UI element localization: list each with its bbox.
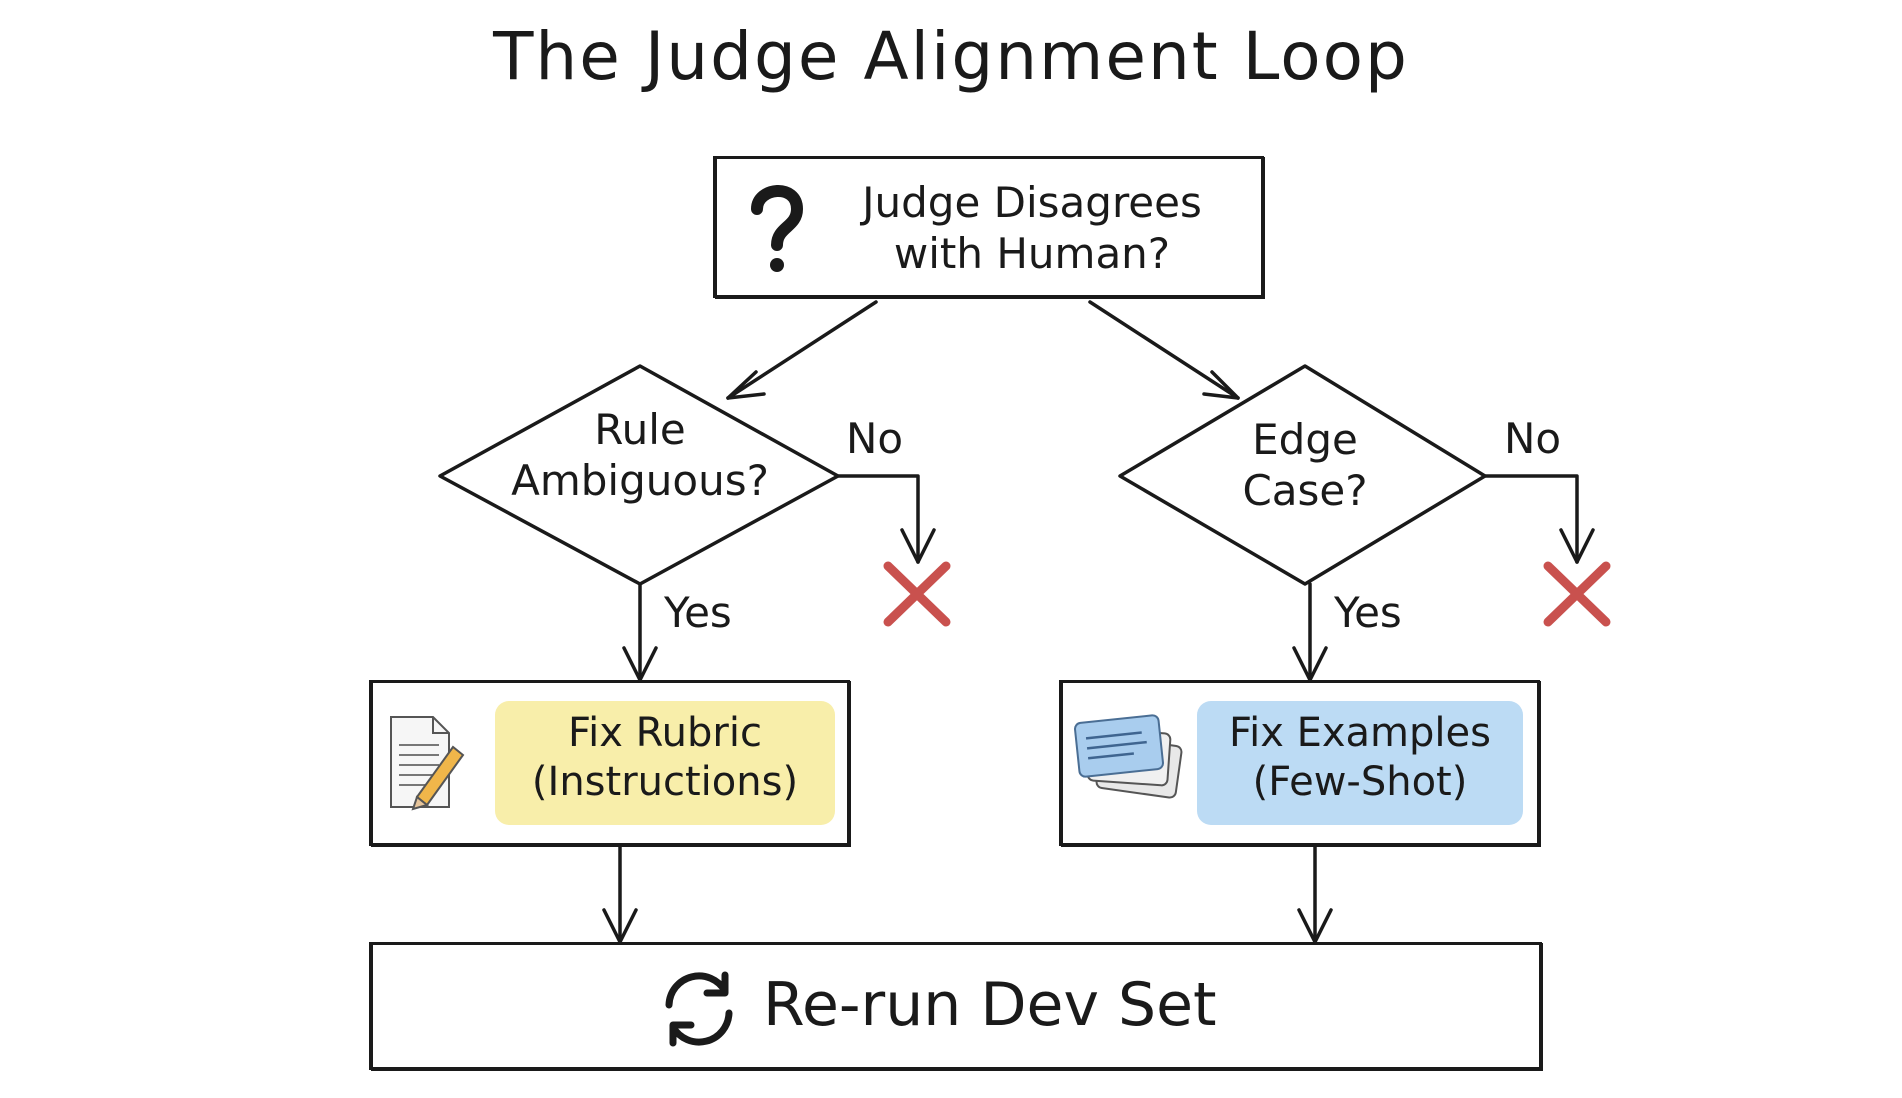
arrow-left-no xyxy=(836,474,920,564)
right-no-label: No xyxy=(1504,414,1562,463)
left-no-label: No xyxy=(846,414,904,463)
arrow-start-to-left xyxy=(726,300,878,400)
start-node-line2: with Human? xyxy=(893,229,1171,279)
left-yes-label: Yes xyxy=(664,588,732,637)
refresh-icon xyxy=(665,971,733,1047)
right-action-node: Fix Examples (Few-Shot) xyxy=(1060,680,1540,846)
question-mark-icon xyxy=(751,185,804,272)
diagram-title: The Judge Alignment Loop xyxy=(493,18,1409,95)
reject-x-icon-right xyxy=(1543,561,1611,627)
right-action-text: Fix Examples (Few-Shot) xyxy=(1197,701,1523,825)
left-action-line2: (Instructions) xyxy=(531,758,799,805)
left-action-node: Fix Rubric (Instructions) xyxy=(370,680,850,846)
right-decision-text: Edge Case? xyxy=(1150,414,1460,516)
left-action-line1: Fix Rubric xyxy=(568,710,762,756)
right-decision-line2: Case? xyxy=(1242,466,1368,516)
left-decision-line1: Rule xyxy=(594,405,686,454)
right-action-line1: Fix Examples xyxy=(1229,710,1491,756)
right-decision-line1: Edge xyxy=(1252,415,1358,464)
right-action-line2: (Few-Shot) xyxy=(1252,758,1468,805)
left-decision-line2: Ambiguous? xyxy=(511,456,769,506)
start-node-line1: Judge Disagrees xyxy=(862,178,1202,227)
end-node: Re-run Dev Set xyxy=(370,942,1542,1070)
document-pencil-icon xyxy=(390,716,465,811)
start-node: Judge Disagrees with Human? xyxy=(714,156,1264,298)
decision-diamond-right xyxy=(1118,364,1487,586)
left-action-text: Fix Rubric (Instructions) xyxy=(495,701,835,825)
reject-x-icon-left xyxy=(883,561,951,627)
left-decision-text: Rule Ambiguous? xyxy=(480,404,800,506)
cards-icon xyxy=(1074,714,1183,799)
end-node-label: Re-run Dev Set xyxy=(763,970,1217,1040)
right-yes-label: Yes xyxy=(1334,588,1402,637)
arrow-start-to-right xyxy=(1088,300,1240,400)
arrow-right-no xyxy=(1483,474,1579,564)
